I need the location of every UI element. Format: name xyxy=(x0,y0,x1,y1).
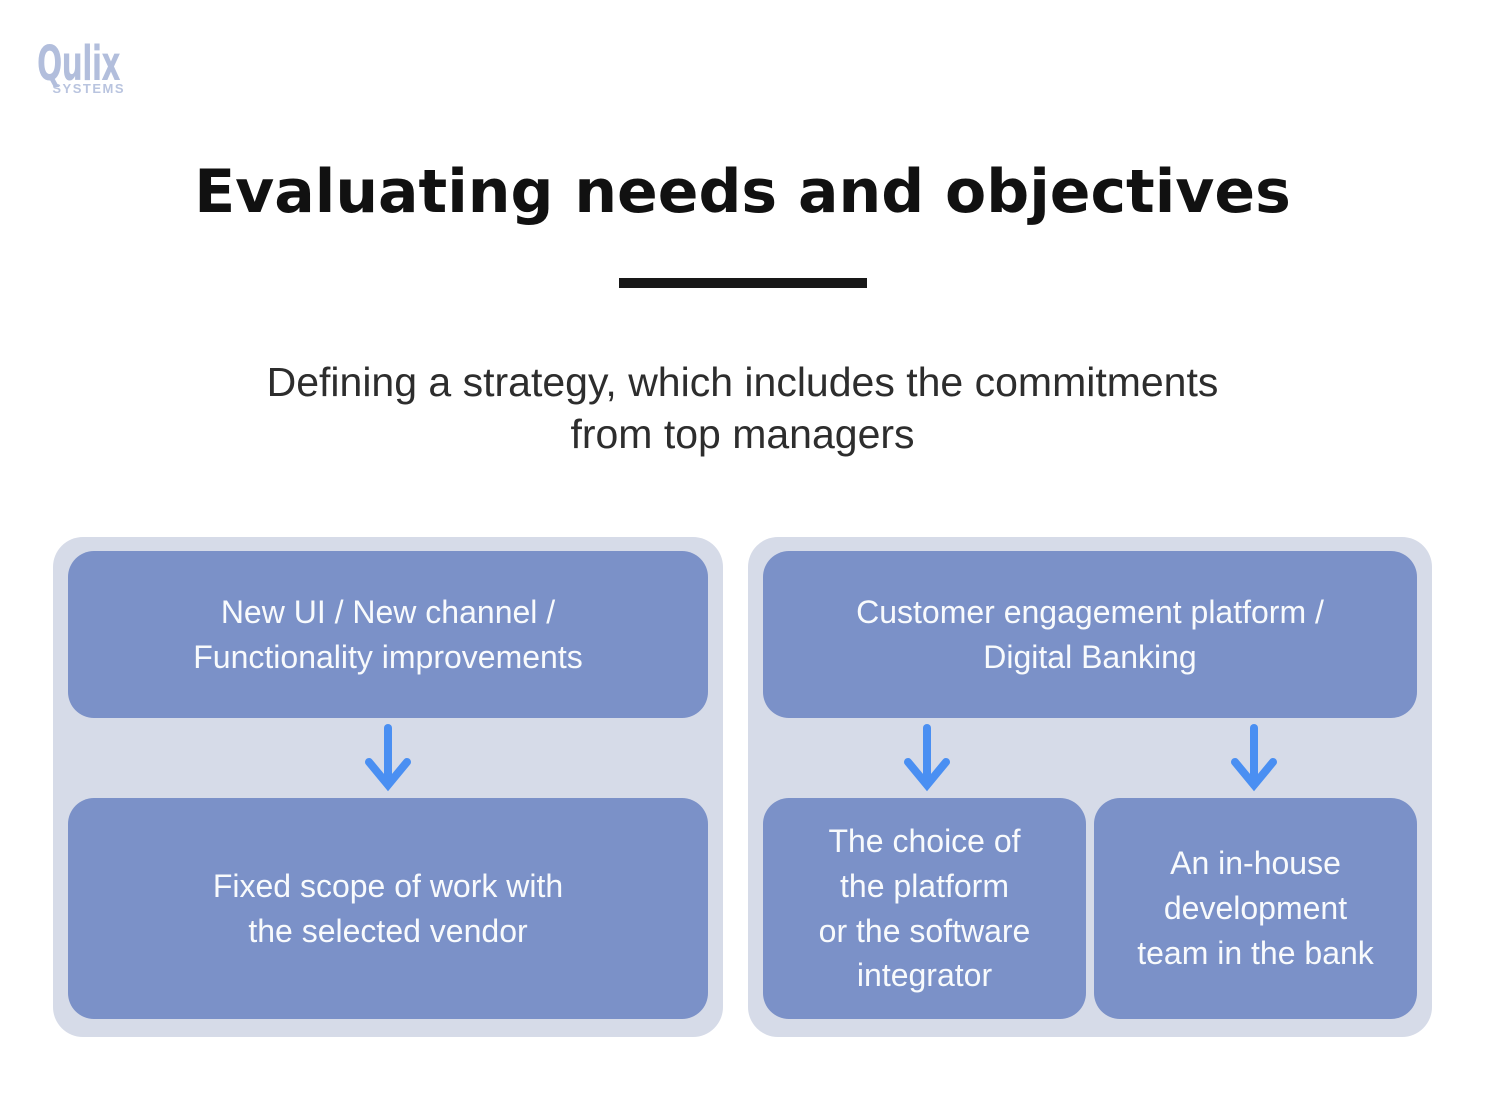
right-source-box: Customer engagement platform / Digital B… xyxy=(763,551,1417,718)
down-arrow-icon xyxy=(1230,724,1277,792)
page-subtitle: Defining a strategy, which includes the … xyxy=(266,359,1219,458)
title-divider xyxy=(618,278,867,288)
left-source-box: New UI / New channel / Functionality imp… xyxy=(68,551,708,718)
right-arrow-row xyxy=(763,718,1417,798)
page-title: Evaluating needs and objectives xyxy=(194,157,1291,227)
qulix-logo: Qulix SYSTEMS xyxy=(37,40,171,96)
flow-panel-right: Customer engagement platform / Digital B… xyxy=(748,537,1432,1037)
arrow-cell xyxy=(68,723,708,793)
left-targets-row: Fixed scope of work with the selected ve… xyxy=(68,798,708,1019)
logo-tagline-text: SYSTEMS xyxy=(52,81,125,96)
left-arrow-row xyxy=(68,718,708,798)
logo-brand-text: Qulix xyxy=(37,36,121,92)
down-arrow-icon xyxy=(365,724,411,792)
arrow-cell xyxy=(1090,723,1417,793)
right-target-box-2: An in-house development team in the bank xyxy=(1094,798,1417,1019)
right-targets-row: The choice of the platform or the softwa… xyxy=(763,798,1417,1019)
right-target-box-1: The choice of the platform or the softwa… xyxy=(763,798,1086,1019)
left-target-box: Fixed scope of work with the selected ve… xyxy=(68,798,708,1019)
arrow-cell xyxy=(763,723,1090,793)
flow-panel-left: New UI / New channel / Functionality imp… xyxy=(53,537,723,1037)
down-arrow-icon xyxy=(903,724,950,792)
